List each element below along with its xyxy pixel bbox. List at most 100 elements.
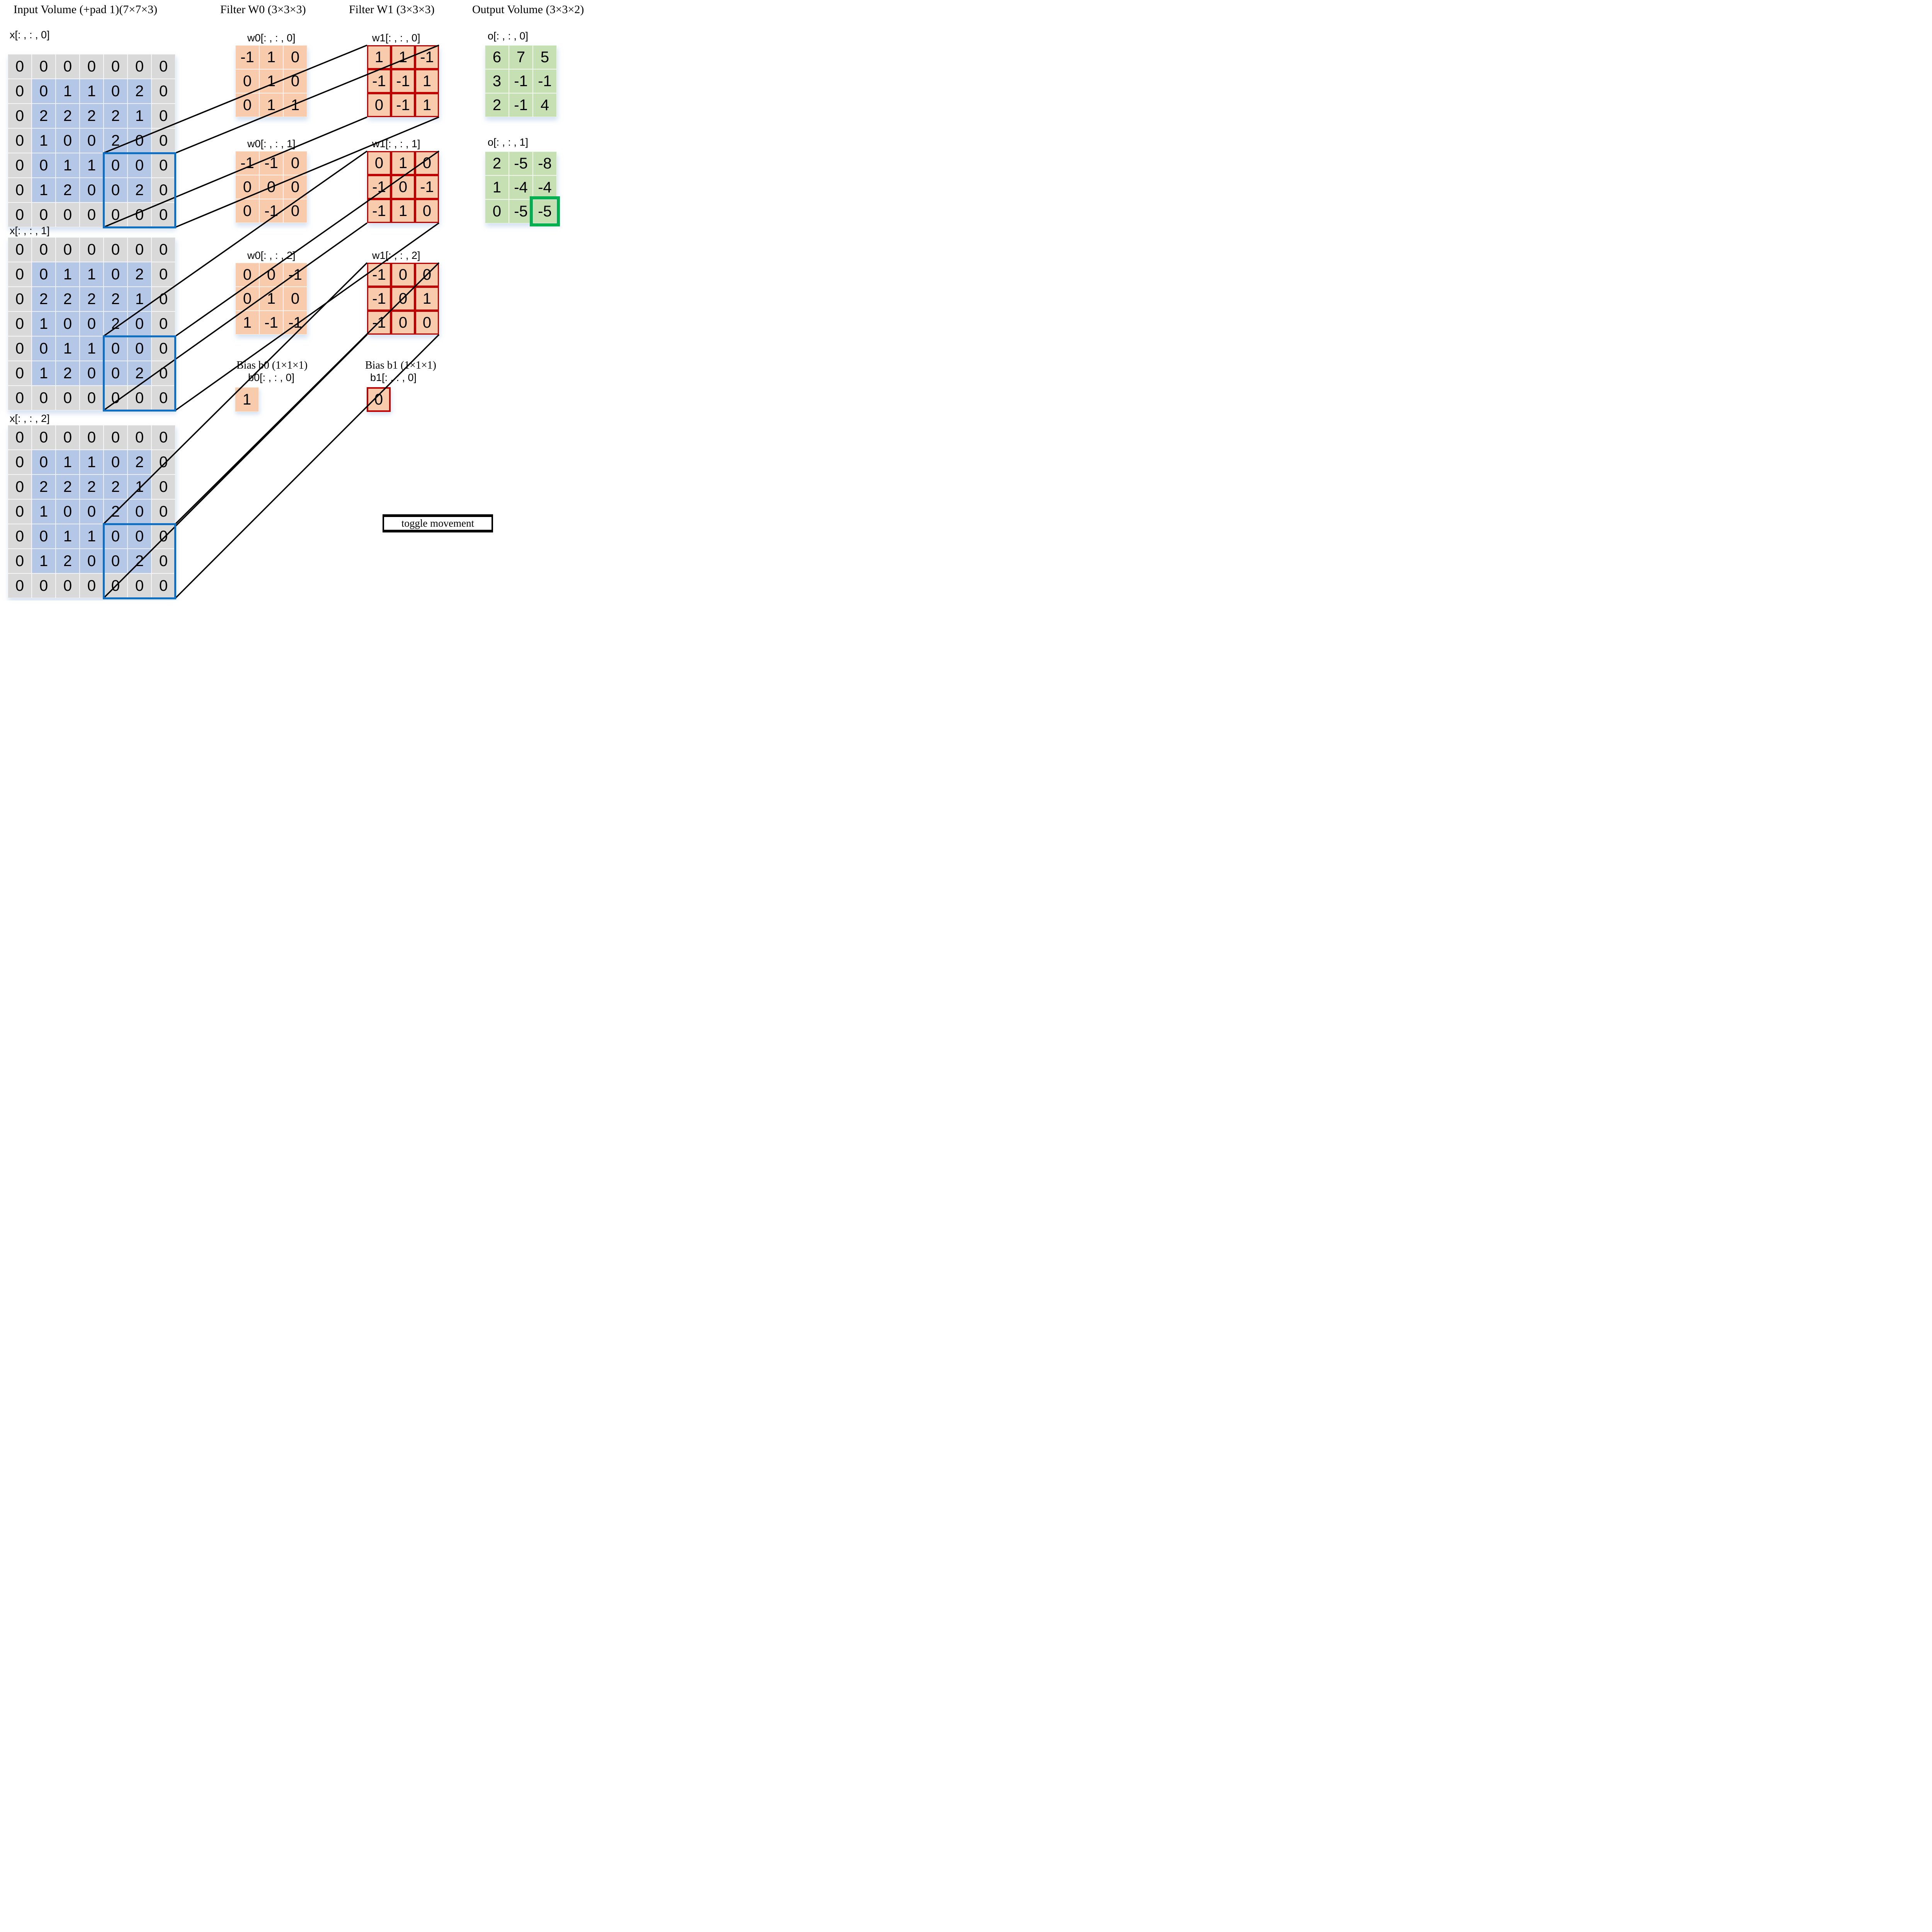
receptive-field-box-0 bbox=[103, 152, 176, 228]
matrix-cell: 1 bbox=[56, 336, 80, 361]
matrix-cell: 0 bbox=[8, 128, 32, 153]
matrix-cell: 1 bbox=[56, 524, 80, 549]
matrix-cell: 0 bbox=[80, 386, 104, 410]
receptive-field-box-1 bbox=[103, 335, 176, 412]
matrix-cell: 0 bbox=[128, 311, 151, 336]
matrix-cell: -1 bbox=[283, 263, 307, 287]
matrix-cell: 0 bbox=[56, 237, 80, 262]
matrix-cell: 1 bbox=[80, 450, 104, 474]
toggle-movement-button[interactable]: toggle movement bbox=[383, 514, 493, 532]
output-highlight-box bbox=[530, 196, 560, 226]
matrix-cell: 2 bbox=[485, 151, 509, 175]
matrix-cell: 0 bbox=[283, 287, 307, 311]
output-volume-title: Output Volume (3×3×2) bbox=[472, 3, 584, 16]
matrix-cell: 0 bbox=[32, 524, 56, 549]
matrix-cell: 0 bbox=[391, 287, 415, 311]
matrix-cell: 0 bbox=[8, 549, 32, 573]
matrix-cell: -4 bbox=[509, 175, 533, 199]
matrix-cell: 0 bbox=[32, 54, 56, 79]
matrix-cell: 1 bbox=[32, 178, 56, 202]
matrix-cell: 0 bbox=[367, 93, 391, 117]
filter-w1-title: Filter W1 (3×3×3) bbox=[349, 3, 435, 16]
matrix-cell: -5 bbox=[509, 151, 533, 175]
matrix-cell: -1 bbox=[533, 69, 557, 93]
matrix-cell: 0 bbox=[56, 128, 80, 153]
matrix-cell: 1 bbox=[32, 311, 56, 336]
matrix-cell: 0 bbox=[8, 202, 32, 227]
input-slice-2-label: x[: , : , 2] bbox=[10, 413, 50, 424]
matrix-cell: 1 bbox=[56, 450, 80, 474]
w0-slice-0-label: w0[: , : , 0] bbox=[247, 32, 296, 44]
matrix-cell: -1 bbox=[367, 199, 391, 223]
filter-w0-title: Filter W0 (3×3×3) bbox=[220, 3, 306, 16]
input-slice-1-label: x[: , : , 1] bbox=[10, 225, 50, 236]
matrix-cell: 2 bbox=[104, 287, 128, 311]
matrix-cell: 1 bbox=[128, 474, 151, 499]
matrix-cell: 3 bbox=[485, 69, 509, 93]
matrix-cell: 2 bbox=[80, 474, 104, 499]
matrix-cell: 1 bbox=[259, 69, 283, 93]
matrix-cell: -1 bbox=[509, 93, 533, 117]
matrix-cell: 2 bbox=[485, 93, 509, 117]
w0-slice-2-label: w0[: , : , 2] bbox=[247, 250, 296, 261]
matrix-cell: 0 bbox=[32, 153, 56, 178]
matrix-cell: 1 bbox=[259, 93, 283, 117]
matrix-cell: 0 bbox=[32, 386, 56, 410]
matrix-cell: 0 bbox=[80, 361, 104, 386]
bias-b1-title: Bias b1 (1×1×1) bbox=[365, 359, 437, 371]
matrix-cell: 2 bbox=[56, 287, 80, 311]
matrix-cell: 0 bbox=[235, 175, 259, 199]
matrix-cell: -1 bbox=[415, 45, 439, 69]
matrix-cell: -1 bbox=[509, 69, 533, 93]
matrix-cell: 0 bbox=[283, 151, 307, 175]
matrix-cell: 0 bbox=[8, 54, 32, 79]
matrix-cell: 0 bbox=[485, 199, 509, 223]
matrix-cell: 0 bbox=[151, 262, 175, 287]
matrix-cell: 0 bbox=[259, 263, 283, 287]
bias-b0-label: b0[: , : , 0] bbox=[248, 372, 295, 383]
matrix-cell: 0 bbox=[8, 425, 32, 450]
matrix-cell: -1 bbox=[367, 263, 391, 287]
matrix-cell: 0 bbox=[104, 54, 128, 79]
matrix-cell: 0 bbox=[32, 573, 56, 598]
matrix-cell: 0 bbox=[32, 450, 56, 474]
bias-b0-cell: 1 bbox=[235, 387, 259, 412]
matrix-cell: 1 bbox=[56, 153, 80, 178]
conv-demo-canvas: Input Volume (+pad 1)(7×7×3) Filter W0 (… bbox=[0, 0, 606, 600]
matrix-cell: 0 bbox=[104, 237, 128, 262]
matrix-cell: 0 bbox=[8, 262, 32, 287]
matrix-cell: 0 bbox=[235, 287, 259, 311]
matrix-cell: 0 bbox=[8, 178, 32, 202]
matrix-cell: 0 bbox=[415, 311, 439, 335]
matrix-cell: 1 bbox=[56, 262, 80, 287]
bias-b1-label: b1[: , : , 0] bbox=[370, 372, 417, 383]
matrix-cell: 2 bbox=[128, 79, 151, 104]
matrix-cell: 0 bbox=[32, 202, 56, 227]
matrix-cell: -1 bbox=[391, 69, 415, 93]
matrix-cell: -1 bbox=[283, 311, 307, 335]
matrix-cell: 0 bbox=[8, 450, 32, 474]
matrix-cell: 2 bbox=[32, 104, 56, 128]
matrix-cell: 0 bbox=[8, 104, 32, 128]
matrix-cell: 0 bbox=[8, 287, 32, 311]
bias-b1-cell: 0 bbox=[367, 387, 391, 412]
matrix-cell: -1 bbox=[415, 175, 439, 199]
matrix-cell: 0 bbox=[80, 549, 104, 573]
matrix-cell: 1 bbox=[415, 69, 439, 93]
matrix-cell: -1 bbox=[367, 311, 391, 335]
matrix-cell: 0 bbox=[151, 474, 175, 499]
matrix-cell: 1 bbox=[391, 151, 415, 175]
matrix-cell: 1 bbox=[485, 175, 509, 199]
matrix-cell: 1 bbox=[235, 311, 259, 335]
matrix-cell: 1 bbox=[283, 93, 307, 117]
matrix-cell: 0 bbox=[128, 54, 151, 79]
matrix-cell: 0 bbox=[283, 45, 307, 69]
matrix-cell: 1 bbox=[391, 199, 415, 223]
w1-slice-1-label: w1[: , : , 1] bbox=[372, 138, 420, 150]
matrix-cell: -1 bbox=[259, 199, 283, 223]
matrix-cell: 0 bbox=[415, 199, 439, 223]
matrix-cell: 0 bbox=[56, 386, 80, 410]
matrix-cell: 0 bbox=[80, 202, 104, 227]
